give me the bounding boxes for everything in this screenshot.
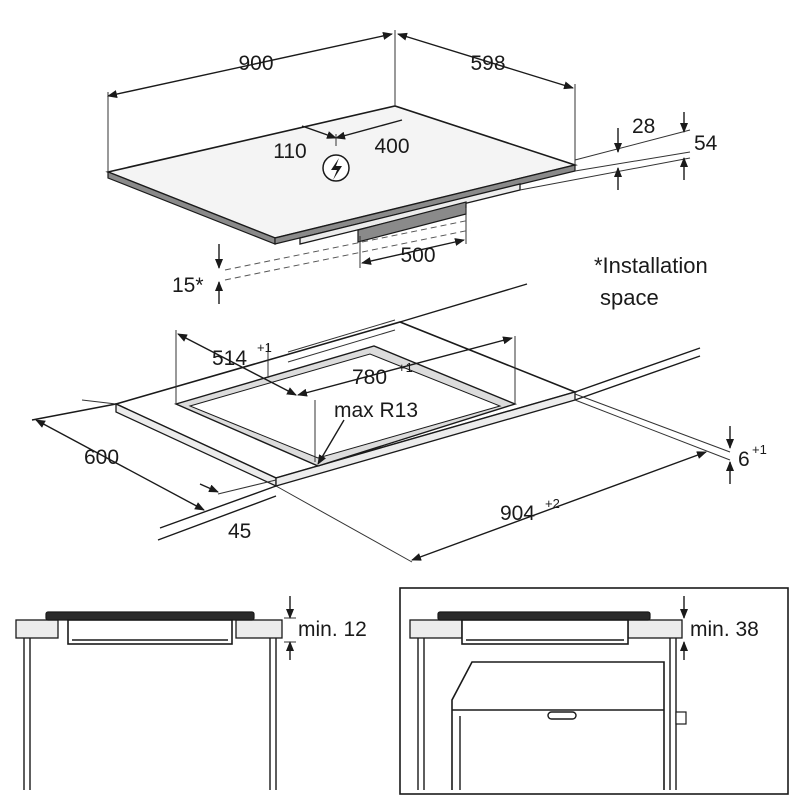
dimension-cutout-width-tol: +1 xyxy=(398,360,413,375)
worktop-cutout-view: 514 +1 780 +1 max R13 600 45 904 +2 6 +1 xyxy=(31,283,767,563)
oven-body xyxy=(451,661,665,790)
installation-note-space: space xyxy=(600,285,659,310)
worktop-right-oven xyxy=(627,619,683,639)
dimension-cutout-width: 780 xyxy=(352,366,387,389)
dimension-cutout-depth: 514 xyxy=(212,347,247,370)
dimension-line-598 xyxy=(397,32,574,90)
installation-note: *Installation xyxy=(594,253,708,278)
dimension-width: 900 xyxy=(238,52,273,75)
power-warning-icon xyxy=(322,154,350,182)
dimension-thickness-total: 54 xyxy=(694,132,718,155)
radius-leader xyxy=(317,419,345,465)
dimension-line-500 xyxy=(361,238,465,265)
radius-label: max R13 xyxy=(334,399,418,422)
dimension-line-600 xyxy=(35,419,205,511)
dimension-cable-right: 400 xyxy=(374,135,409,158)
worktop-right xyxy=(235,619,283,639)
hob-glass xyxy=(45,611,255,621)
dimension-outer-width-tol: +2 xyxy=(545,496,560,511)
cross-section-drawer: min. 12 xyxy=(15,596,367,790)
dimension-box-width: 500 xyxy=(400,244,435,267)
dimension-cable-left: 110 xyxy=(273,140,306,163)
oven-handle xyxy=(547,711,577,720)
dimension-line-780 xyxy=(297,336,513,397)
dimension-line-904 xyxy=(411,451,707,561)
clearance-label-left: min. 12 xyxy=(298,618,367,641)
dimension-thickness-top: 28 xyxy=(632,115,655,138)
hob-glass-oven xyxy=(437,611,651,621)
dimension-depth: 598 xyxy=(470,52,505,75)
oven-knob xyxy=(675,711,687,725)
dimension-line-900 xyxy=(107,32,393,98)
dimension-worktop-depth: 600 xyxy=(84,446,119,469)
dimension-line-514 xyxy=(177,333,297,396)
dimension-recess: 6 xyxy=(738,448,750,471)
cross-section-oven: min. 38 xyxy=(399,587,789,795)
dimension-outer-width: 904 xyxy=(500,502,535,525)
worktop-left-oven xyxy=(409,619,463,639)
hob-top-view: 900 598 110 400 28 54 500 xyxy=(105,30,718,310)
dimension-line-110 xyxy=(301,125,337,139)
dimension-installation-gap: 15* xyxy=(172,274,204,297)
dimension-cutout-depth-tol: +1 xyxy=(257,340,272,355)
clearance-label-right: min. 38 xyxy=(690,618,759,641)
dimension-front-edge: 45 xyxy=(228,520,251,543)
worktop-left xyxy=(15,619,59,639)
dimension-recess-tol: +1 xyxy=(752,442,767,457)
dimension-line-400 xyxy=(335,119,403,140)
